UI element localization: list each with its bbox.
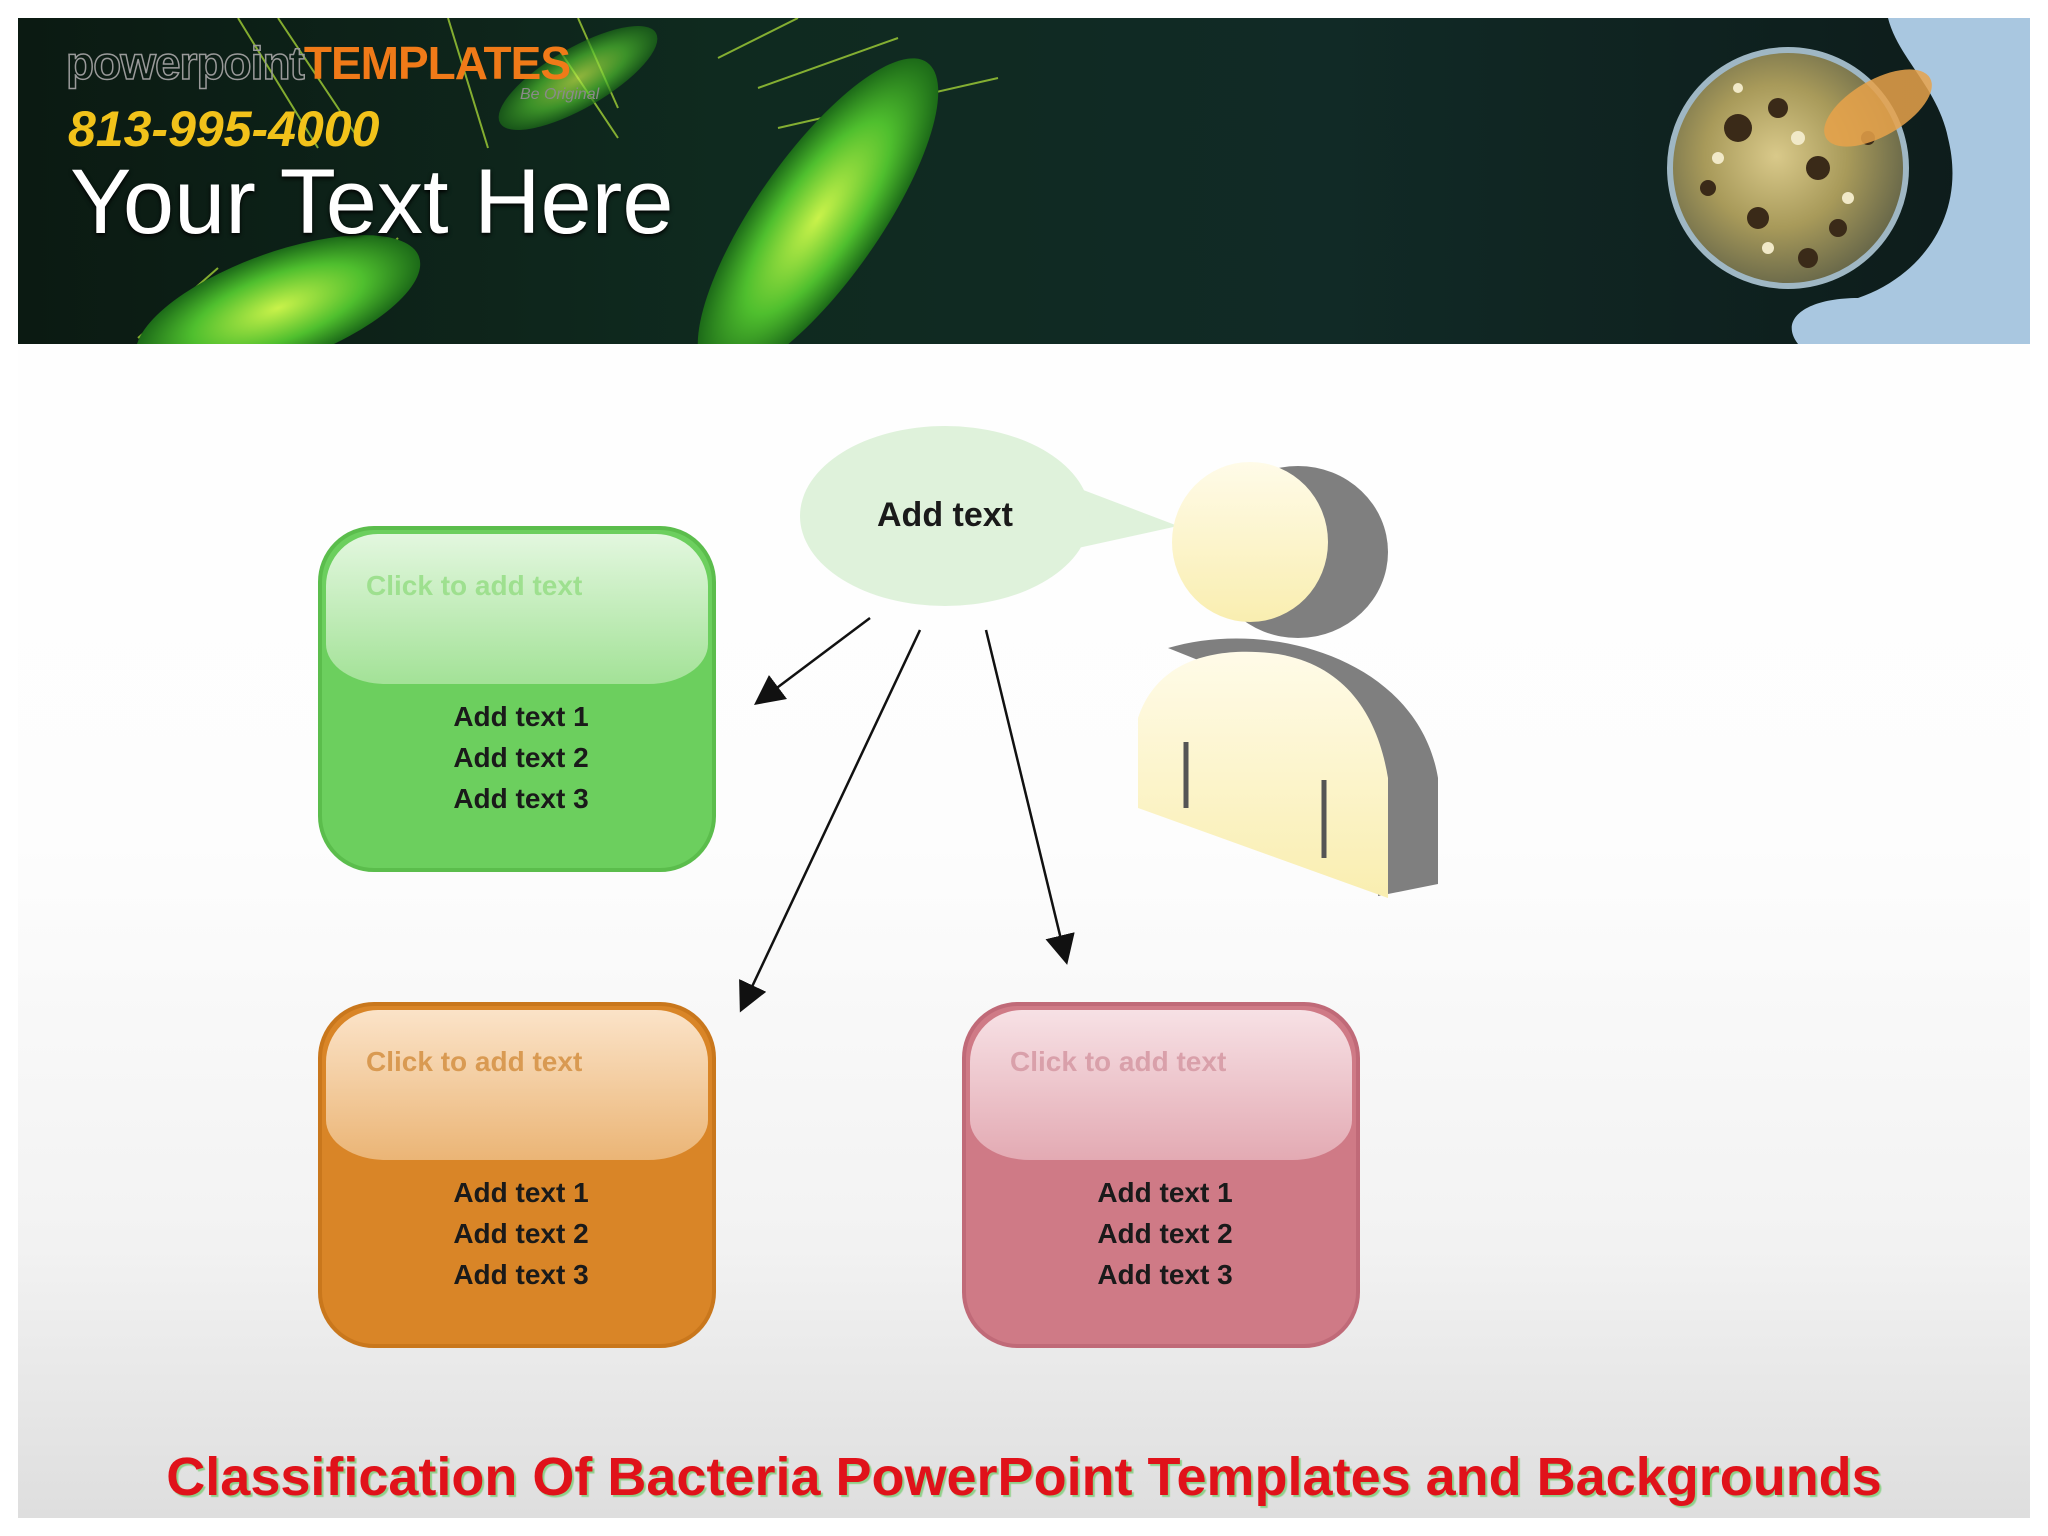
orange-content-box[interactable]: Click to add text Add text 1 Add text 2 … — [318, 1002, 716, 1348]
slide-title: Classification Of Bacteria PowerPoint Te… — [166, 1447, 1882, 1507]
green-content-box[interactable]: Click to add text Add text 1 Add text 2 … — [318, 526, 716, 872]
phone-number: 813-995-4000 — [68, 101, 380, 157]
box-title[interactable]: Click to add text — [366, 570, 583, 601]
brand-logo: powerpointTEMPLATES — [65, 36, 571, 90]
person-icon — [1138, 462, 1438, 898]
pink-content-box[interactable]: Click to add text Add text 1 Add text 2 … — [962, 1002, 1360, 1348]
speech-bubble-tail — [1078, 488, 1178, 548]
box-item: Add text 1 — [1097, 1177, 1233, 1208]
box-items[interactable]: Add text 1 Add text 2 Add text 3 — [966, 1172, 1364, 1295]
box-item: Add text 2 — [453, 1218, 589, 1249]
bacteria-image — [135, 18, 2030, 344]
headline[interactable]: Your Text Here — [70, 151, 674, 253]
slide: powerpointTEMPLATES Be Original 813-995-… — [18, 18, 2030, 1518]
connector-arrows — [739, 617, 1075, 1013]
box-item: Add text 1 — [453, 1177, 589, 1208]
box-item: Add text 1 — [453, 701, 589, 732]
box-items[interactable]: Add text 1 Add text 2 Add text 3 — [322, 1172, 720, 1295]
gloss-highlight — [326, 534, 708, 684]
speech-bubble-text[interactable]: Add text — [877, 496, 1013, 534]
box-item: Add text 3 — [453, 1259, 589, 1290]
gloss-highlight — [970, 1010, 1352, 1160]
speech-bubble[interactable] — [800, 426, 1090, 606]
box-item: Add text 2 — [1097, 1218, 1233, 1249]
brand-tagline: Be Original — [520, 86, 600, 103]
box-item: Add text 2 — [453, 742, 589, 773]
box-title[interactable]: Click to add text — [1010, 1046, 1227, 1077]
box-item: Add text 3 — [453, 783, 589, 814]
box-items[interactable]: Add text 1 Add text 2 Add text 3 — [322, 696, 720, 819]
box-item: Add text 3 — [1097, 1259, 1233, 1290]
header-banner: powerpointTEMPLATES Be Original 813-995-… — [18, 18, 2030, 344]
box-title[interactable]: Click to add text — [366, 1046, 583, 1077]
gloss-highlight — [326, 1010, 708, 1160]
